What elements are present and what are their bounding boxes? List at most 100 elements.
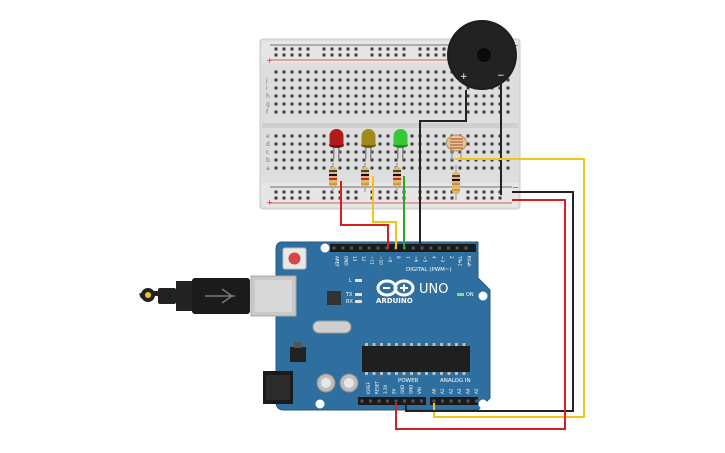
breadboard-hole (378, 150, 382, 154)
power-pin-hole[interactable] (386, 399, 389, 403)
breadboard-hole (354, 110, 358, 114)
power-pin-hole[interactable] (403, 399, 406, 403)
digital-pin-hole[interactable] (411, 246, 415, 250)
analog-pin-hole[interactable] (432, 399, 436, 403)
digital-pin-hole[interactable] (464, 246, 468, 250)
analog-pin-hole[interactable] (475, 399, 478, 403)
resistor-red-led[interactable] (329, 163, 337, 192)
breadboard-hole (314, 150, 318, 154)
breadboard-hole (418, 94, 422, 98)
breadboard-hole (394, 70, 398, 74)
analog-pin-hole[interactable] (466, 399, 470, 403)
resistor-photoresistor[interactable] (452, 165, 460, 200)
breadboard-hole (394, 190, 398, 194)
reset-button[interactable] (282, 247, 307, 270)
breadboard-hole (418, 78, 422, 82)
breadboard-hole (426, 53, 430, 57)
chip-pin (440, 343, 443, 346)
breadboard-hole (490, 166, 494, 170)
breadboard-hole (426, 110, 430, 114)
row-letter: f (266, 109, 269, 116)
breadboard-hole (306, 166, 310, 170)
breadboard-hole (314, 142, 318, 146)
breadboard-hole (426, 196, 430, 200)
breadboard-hole (370, 158, 374, 162)
digital-pin-label: 4 (431, 256, 436, 259)
digital-pin-label: 12 (361, 256, 366, 262)
digital-pin-hole[interactable] (385, 246, 389, 250)
breadboard-hole (354, 190, 358, 194)
digital-pin-label: ~6 (414, 256, 419, 263)
digital-pin-hole[interactable] (438, 246, 442, 250)
breadboard-hole (474, 190, 478, 194)
digital-pin-hole[interactable] (332, 246, 336, 250)
digital-pin-hole[interactable] (350, 246, 354, 250)
breadboard-hole (482, 190, 486, 194)
breadboard-hole (378, 134, 382, 138)
breadboard-hole (370, 102, 374, 106)
breadboard-hole (290, 70, 294, 74)
led-red[interactable] (329, 129, 344, 159)
breadboard-hole (298, 94, 302, 98)
breadboard-hole (298, 53, 302, 57)
resistor-green-led[interactable] (393, 163, 401, 192)
digital-pin-hole[interactable] (367, 246, 371, 250)
breadboard-hole (282, 86, 286, 90)
breadboard-hole (434, 166, 438, 170)
breadboard-hole (442, 102, 446, 106)
analog-pin-hole[interactable] (449, 399, 453, 403)
breadboard-hole (426, 102, 430, 106)
power-pin-hole[interactable] (369, 399, 372, 403)
resistor-yellow-led[interactable] (361, 163, 369, 192)
analog-label: ANALOG IN (440, 378, 471, 384)
breadboard-hole (466, 190, 470, 194)
breadboard-hole (378, 142, 382, 146)
digital-pin-hole[interactable] (420, 246, 424, 250)
breadboard-hole (306, 70, 310, 74)
digital-pin-hole[interactable] (376, 246, 380, 250)
voltage-regulator (290, 347, 306, 362)
analog-pin-hole[interactable] (458, 399, 461, 403)
breadboard-hole (290, 158, 294, 162)
breadboard-hole (474, 166, 478, 170)
breadboard-hole (330, 196, 334, 200)
breadboard-hole (322, 142, 326, 146)
power-pin-hole[interactable] (420, 399, 423, 403)
breadboard-hole (458, 110, 462, 114)
breadboard-hole (490, 150, 494, 154)
analog-pin-hole[interactable] (441, 399, 444, 403)
breadboard-hole (298, 86, 302, 90)
breadboard-hole (426, 86, 430, 90)
breadboard-hole (346, 134, 350, 138)
mount-hole (315, 399, 325, 409)
breadboard-hole (402, 53, 406, 57)
chip-pin (425, 372, 428, 375)
breadboard-hole (298, 110, 302, 114)
breadboard-hole (354, 150, 358, 154)
breadboard-hole (330, 158, 334, 162)
breadboard-hole (338, 86, 342, 90)
breadboard-hole (354, 196, 358, 200)
power-pin-hole[interactable] (411, 399, 415, 403)
breadboard-hole (450, 110, 454, 114)
wire-5v (395, 199, 566, 430)
digital-pin-hole[interactable] (341, 246, 345, 250)
digital-pin-hole[interactable] (455, 246, 459, 250)
digital-pin-hole[interactable] (429, 246, 433, 250)
breadboard-hole (506, 110, 510, 114)
led-yellow[interactable] (361, 129, 376, 159)
piezo-buzzer[interactable]: + − (447, 20, 517, 90)
power-pin-label: 3.3V (383, 385, 388, 394)
power-pin-hole[interactable] (394, 399, 398, 403)
led-green[interactable] (393, 129, 408, 159)
breadboard-hole (394, 150, 398, 154)
analog-pin-label: A3 (457, 388, 462, 394)
digital-pin-hole[interactable] (446, 246, 450, 250)
digital-pin-label: AREF (335, 256, 340, 267)
breadboard-hole (386, 158, 390, 162)
power-pin-hole[interactable] (377, 399, 381, 403)
power-pin-hole[interactable] (360, 399, 364, 403)
breadboard-hole (442, 166, 446, 170)
digital-pin-hole[interactable] (358, 246, 362, 250)
